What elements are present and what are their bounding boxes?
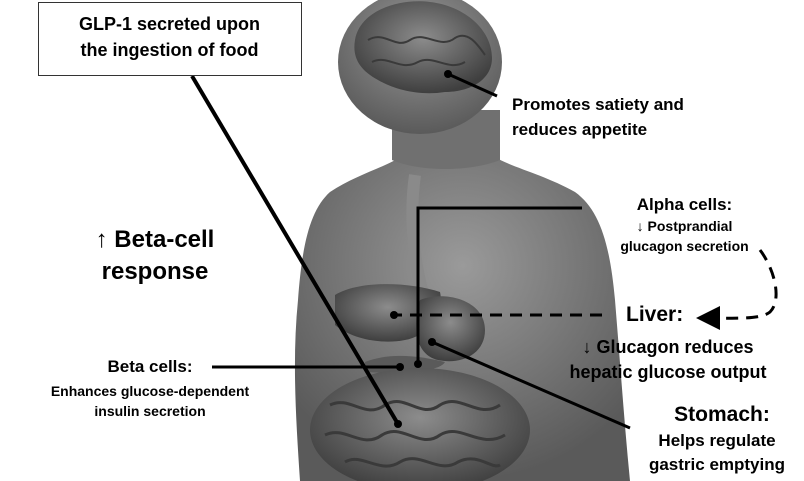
beta-cells-line2: insulin secretion [0,401,300,421]
dot-liver [390,311,398,319]
beta-cells-title: Beta cells: [85,356,215,378]
brain-label-line2: reduces appetite [512,117,647,142]
alpha-line2: glucagon secretion [592,236,777,256]
liver-line2: hepatic glucose output [548,360,788,384]
alpha-line1: ↓ Postprandial [592,216,777,236]
source-box: GLP-1 secreted upon the ingestion of foo… [38,2,302,76]
dot-intestine [394,420,402,428]
brain-label-line1: Promotes satiety and [512,92,684,117]
alpha-title: Alpha cells: [592,194,777,216]
beta-response-line1: ↑ Beta-cell [60,224,250,256]
beta-response-line2: response [60,256,250,288]
dot-stomach [428,338,436,346]
liver-title: Liver: [626,302,683,328]
dot-pancreas-alpha [414,360,422,368]
stomach-title: Stomach: [640,402,804,428]
line-alpha-to-liver [702,250,776,318]
source-line1: GLP-1 secreted upon [39,11,300,37]
source-line2: the ingestion of food [39,37,300,63]
dot-pancreas-beta [396,363,404,371]
beta-cells-line1: Enhances glucose-dependent [0,381,300,401]
stomach-line1: Helps regulate [630,429,804,453]
stomach-line2: gastric emptying [630,453,804,477]
liver-line1: ↓ Glucagon reduces [548,335,788,359]
dot-brain [444,70,452,78]
